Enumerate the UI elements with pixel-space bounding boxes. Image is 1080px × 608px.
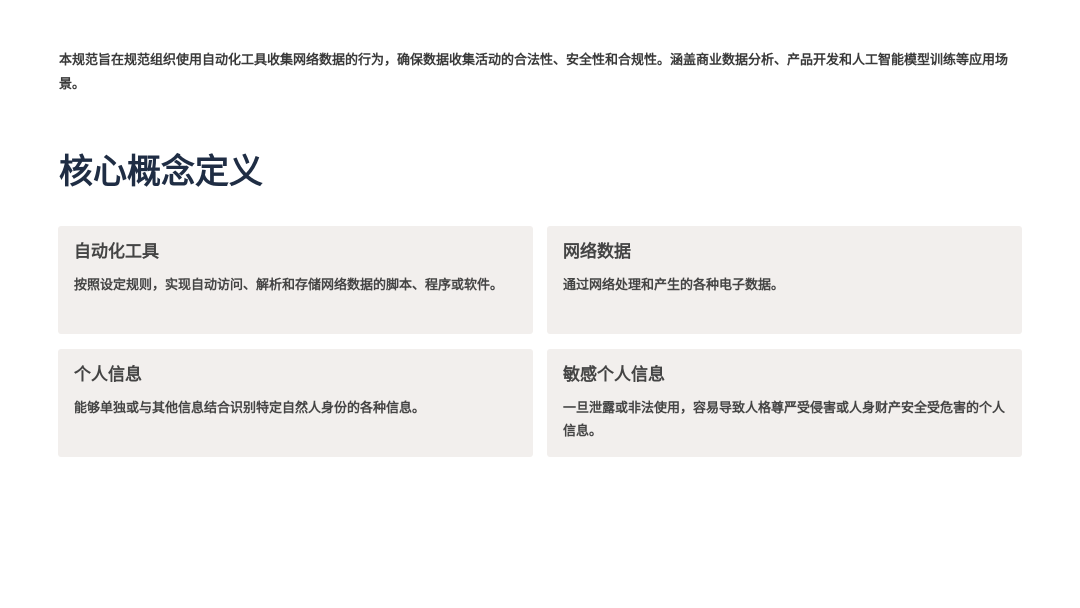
card-description: 能够单独或与其他信息结合识别特定自然人身份的各种信息。 — [74, 401, 426, 416]
definition-cards: 自动化工具 按照设定规则，实现自动访问、解析和存储网络数据的脚本、程序或软件。 … — [58, 226, 1022, 457]
card-description: 通过网络处理和产生的各种电子数据。 — [563, 278, 785, 293]
card-title: 敏感个人信息 — [563, 365, 665, 385]
card-title: 个人信息 — [74, 365, 142, 385]
card-description: 一旦泄露或非法使用，容易导致人格尊严受侵害或人身财产安全受危害的个人信息。 — [563, 401, 1006, 439]
section-title: 核心概念定义 — [59, 152, 263, 192]
definition-card-personal-info: 个人信息 能够单独或与其他信息结合识别特定自然人身份的各种信息。 — [58, 349, 533, 457]
card-title: 网络数据 — [563, 242, 631, 262]
intro-paragraph: 本规范旨在规范组织使用自动化工具收集网络数据的行为，确保数据收集活动的合法性、安… — [59, 53, 1009, 92]
definition-card-sensitive-personal-info: 敏感个人信息 一旦泄露或非法使用，容易导致人格尊严受侵害或人身财产安全受危害的个… — [547, 349, 1022, 457]
definition-card-network-data: 网络数据 通过网络处理和产生的各种电子数据。 — [547, 226, 1022, 334]
definition-card-automation-tool: 自动化工具 按照设定规则，实现自动访问、解析和存储网络数据的脚本、程序或软件。 — [58, 226, 533, 334]
card-description: 按照设定规则，实现自动访问、解析和存储网络数据的脚本、程序或软件。 — [74, 278, 504, 293]
card-title: 自动化工具 — [74, 242, 159, 262]
